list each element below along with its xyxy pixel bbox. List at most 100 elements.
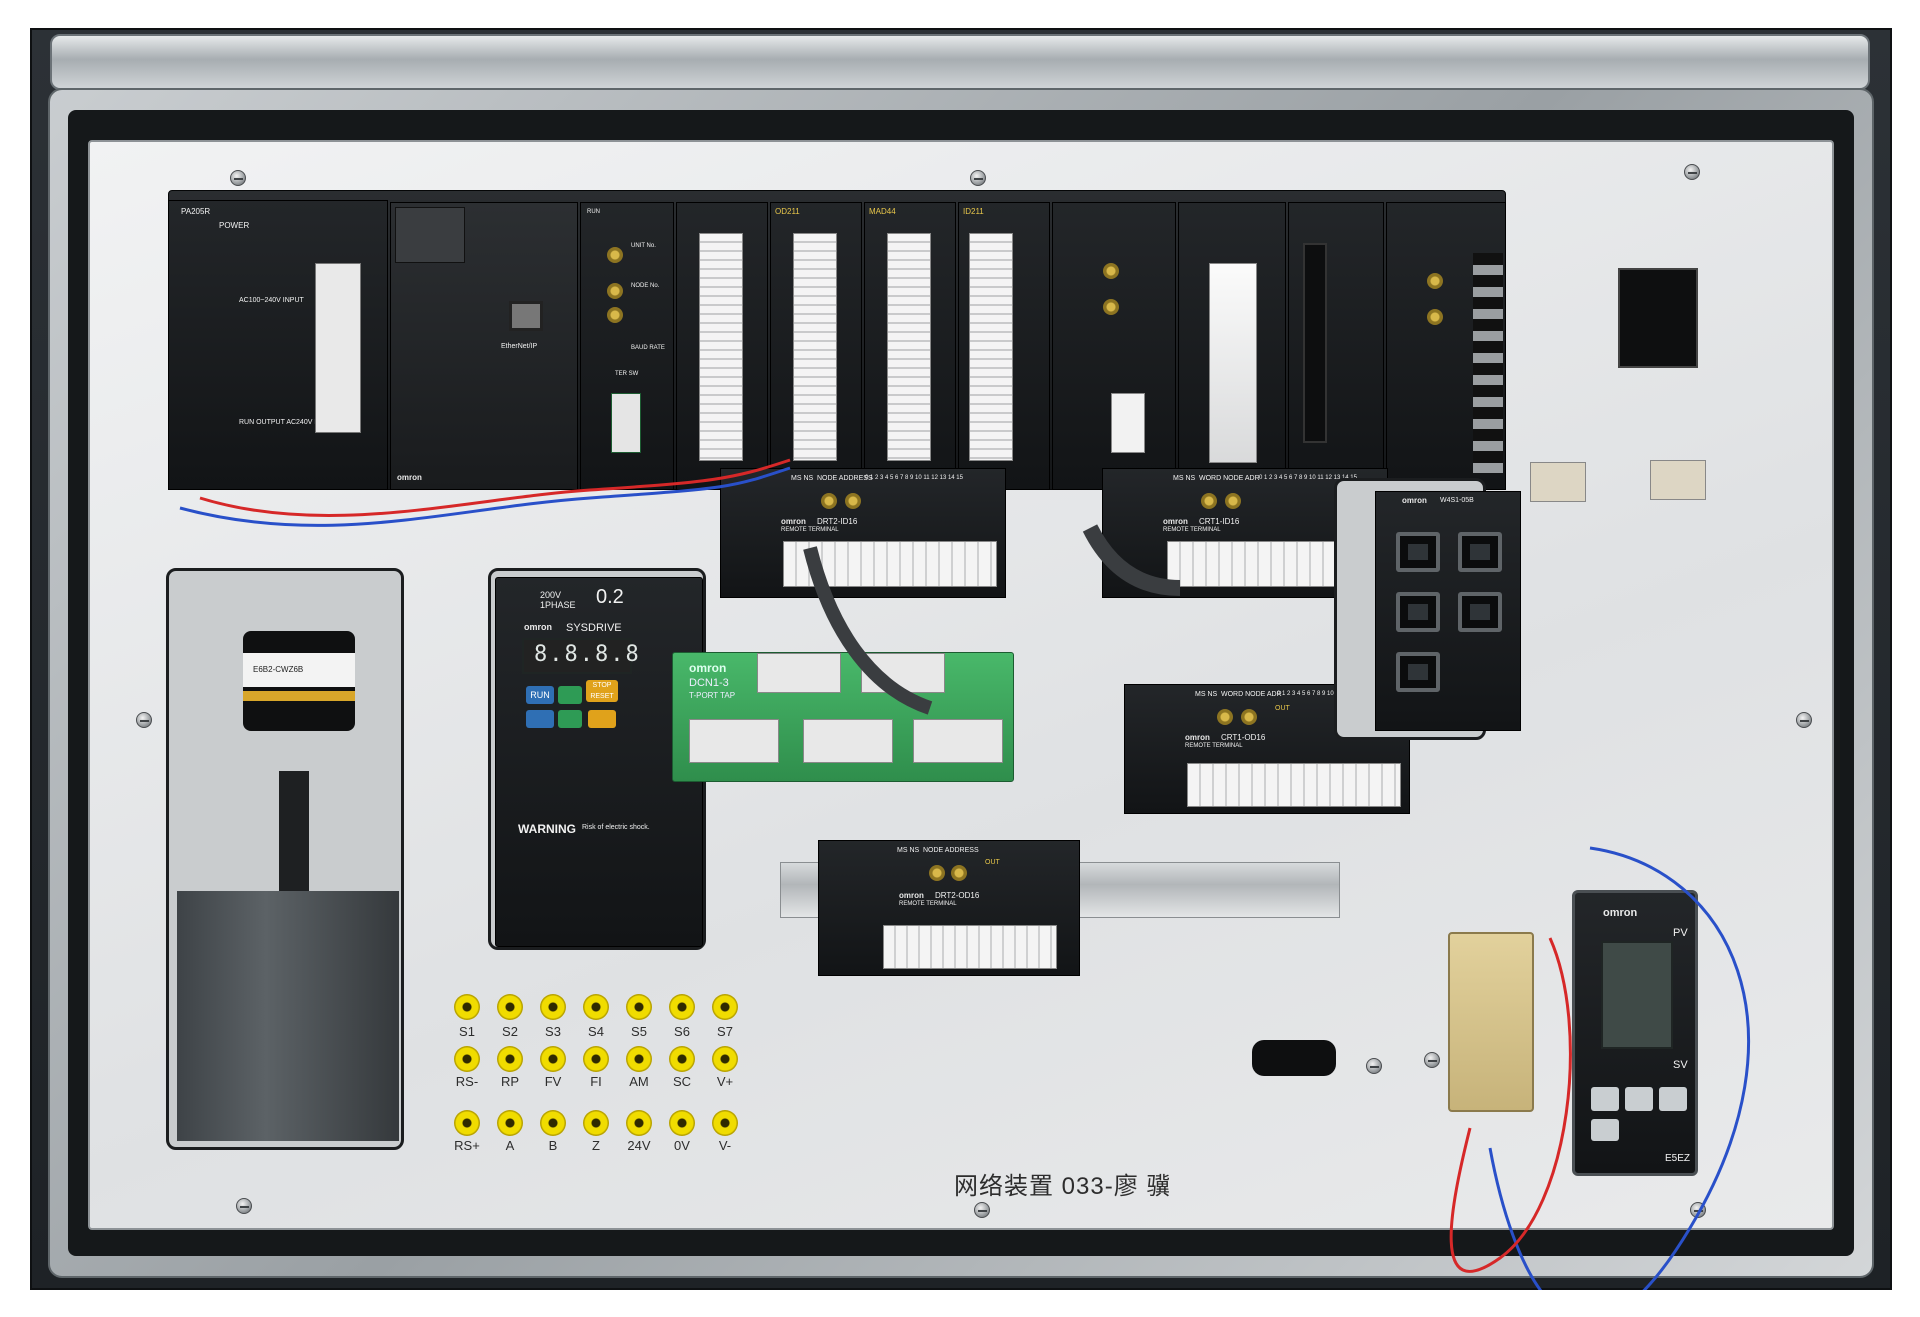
jack-sc[interactable]	[669, 1046, 695, 1072]
down-button[interactable]	[558, 710, 582, 728]
run-button[interactable]: RUN	[526, 686, 554, 704]
connector-block[interactable]	[1111, 393, 1145, 453]
jack-0v[interactable]	[669, 1110, 695, 1136]
blue-wire	[179, 466, 791, 527]
rotary-switch[interactable]	[1427, 309, 1443, 325]
jack-label: 0V	[674, 1138, 690, 1153]
mode-key-button[interactable]	[1591, 1087, 1619, 1111]
node-rotary-switch[interactable]	[951, 865, 967, 881]
node-rotary-switch[interactable]	[821, 493, 837, 509]
terminal-block	[883, 925, 1057, 969]
jack-fv[interactable]	[540, 1046, 566, 1072]
encoder-label-band	[243, 653, 355, 687]
tap-brand: omron	[689, 661, 727, 675]
node-rotary-switch[interactable]	[1201, 493, 1217, 509]
jack-si[interactable]	[454, 1046, 480, 1072]
power-supply-model: PA205R	[181, 207, 211, 216]
node-address-label: NODE ADDRESS	[923, 847, 979, 854]
unit-rotary-switch[interactable]	[607, 247, 623, 263]
screw-icon	[230, 170, 246, 186]
jack-fi[interactable]	[583, 1046, 609, 1072]
inverter-display: 8.8.8.8	[522, 638, 639, 674]
warning-title: WARNING	[518, 822, 576, 836]
tap-connector[interactable]	[689, 719, 779, 763]
inverter: 200V 1PHASE 0.2 omron SYSDRIVE 8.8.8.8 R…	[495, 577, 703, 947]
node-rotary-switch[interactable]	[607, 283, 623, 299]
pv-label: PV	[1673, 927, 1688, 939]
jack-rs-plus[interactable]	[454, 1110, 480, 1136]
level-key-button[interactable]	[1591, 1119, 1619, 1141]
mode-button[interactable]	[526, 710, 554, 728]
jack-a[interactable]	[497, 1110, 523, 1136]
output-label: RUN OUTPUT AC240V DC24V	[239, 419, 337, 426]
io-module	[676, 202, 768, 490]
io-module-label: ID211	[963, 207, 984, 216]
jack-s6[interactable]	[669, 994, 695, 1020]
motor-coupling	[279, 771, 309, 901]
jack-s4[interactable]	[583, 994, 609, 1020]
io-module-label: MAD44	[869, 207, 896, 216]
tap-connector[interactable]	[757, 653, 841, 693]
rotary-switch[interactable]	[1427, 273, 1443, 289]
node-rotary-switch[interactable]	[1217, 709, 1233, 725]
node-rotary-switch[interactable]	[607, 307, 623, 323]
node-rotary-switch[interactable]	[1225, 493, 1241, 509]
ethernet-port[interactable]	[1458, 592, 1502, 632]
terminal-block	[1187, 763, 1401, 807]
jack-label: FV	[544, 1074, 562, 1089]
terminator-label: TER SW	[615, 371, 639, 377]
photo-frame: PA205R POWER AC100~240V INPUT RUN OUTPUT…	[30, 28, 1892, 1290]
power-label: POWER	[219, 221, 250, 230]
jack-24v[interactable]	[626, 1110, 652, 1136]
enter-button[interactable]	[588, 710, 616, 728]
temperature-controller: omron PV SV E5EZ	[1572, 890, 1698, 1176]
inverter-cutout: 200V 1PHASE 0.2 omron SYSDRIVE 8.8.8.8 R…	[488, 568, 706, 950]
ethernet-port[interactable]	[1396, 652, 1440, 692]
ethernet-port[interactable]	[509, 301, 543, 331]
switch-brand: omron	[1402, 496, 1427, 505]
tap-subtitle: T-PORT TAP	[689, 691, 736, 700]
stop-reset-button[interactable]: STOP RESET	[586, 680, 618, 702]
ethernet-port[interactable]	[1396, 532, 1440, 572]
rotary-switch[interactable]	[1103, 263, 1119, 279]
node-rotary-switch[interactable]	[1241, 709, 1257, 725]
jack-s1[interactable]	[454, 994, 480, 1020]
analog-module	[1386, 202, 1506, 490]
jack-s5[interactable]	[626, 994, 652, 1020]
bit-labels: 0 1 2 3 4 5 6 7 8 9 10 11 12 13 14 15	[1259, 475, 1357, 481]
jack-s3[interactable]	[540, 994, 566, 1020]
jack-label: S6	[674, 1024, 690, 1039]
trainer-panel: PA205R POWER AC100~240V INPUT RUN OUTPUT…	[88, 140, 1834, 1230]
jack-am[interactable]	[626, 1046, 652, 1072]
node-address-label: NODE ADDRESS	[817, 475, 873, 482]
terminal-cover	[793, 233, 837, 461]
drt-id16-model: DRT2-ID16	[817, 517, 858, 526]
jack-s7[interactable]	[712, 994, 738, 1020]
rotary-switch[interactable]	[1103, 299, 1119, 315]
jack-label: SC	[672, 1074, 692, 1089]
up-key-button[interactable]	[1659, 1087, 1687, 1111]
node-rotary-switch[interactable]	[929, 865, 945, 881]
jack-z[interactable]	[583, 1110, 609, 1136]
screw-icon	[1366, 1058, 1382, 1074]
node-rotary-switch[interactable]	[845, 493, 861, 509]
inverter-kw: 0.2	[596, 586, 624, 608]
blue-wire	[1488, 846, 1751, 1290]
down-key-button[interactable]	[1625, 1087, 1653, 1111]
jack-b[interactable]	[540, 1110, 566, 1136]
jack-rp[interactable]	[497, 1046, 523, 1072]
ethernet-port[interactable]	[1396, 592, 1440, 632]
jack-v-minus[interactable]	[712, 1110, 738, 1136]
tap-connector[interactable]	[913, 719, 1003, 763]
cpu-unit: EtherNet/IP omron	[390, 202, 578, 490]
ethernet-port[interactable]	[1458, 532, 1502, 572]
up-button[interactable]	[558, 686, 582, 704]
tap-connector[interactable]	[803, 719, 893, 763]
devicenet-connector[interactable]	[611, 393, 641, 453]
jack-v-plus[interactable]	[712, 1046, 738, 1072]
jack-s2[interactable]	[497, 994, 523, 1020]
jack-label: V+	[716, 1074, 734, 1089]
drt-id16-subtitle: REMOTE TERMINAL	[781, 527, 839, 533]
switch-model: W4S1-05B	[1440, 497, 1474, 504]
screw-icon	[1796, 712, 1812, 728]
